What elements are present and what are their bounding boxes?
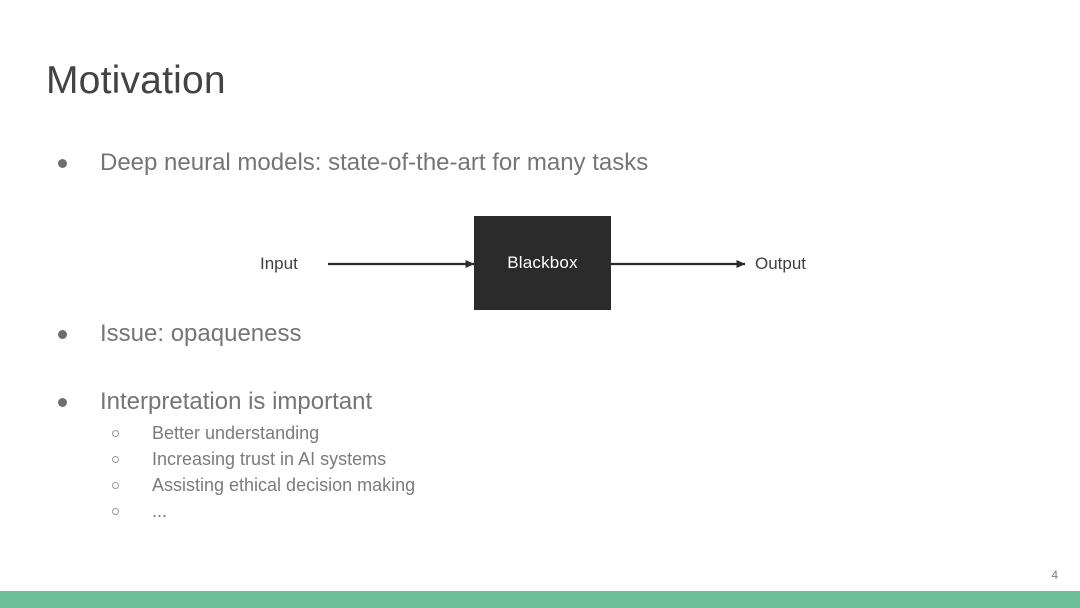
diagram-output-label: Output: [755, 254, 807, 273]
sub-bullet-label: ...: [152, 501, 168, 521]
bullet-item-2: Issue: opaqueness: [58, 319, 301, 349]
sub-bullet-label: Increasing trust in AI systems: [152, 449, 387, 469]
bullet-dot-icon: [58, 330, 67, 339]
sub-bullet-item: Better understanding: [112, 422, 415, 448]
bullet-dot-icon: [58, 398, 67, 407]
bullet-label: Interpretation is important: [100, 388, 373, 415]
blackbox-label: Blackbox: [507, 253, 578, 272]
circle-outline-icon: [112, 508, 119, 515]
sub-bullet-label: Assisting ethical decision making: [152, 475, 416, 495]
blackbox-node: Blackbox: [474, 216, 611, 310]
footer-accent-bar: [0, 591, 1080, 608]
sub-bullet-list: Better understanding Increasing trust in…: [112, 422, 415, 526]
sub-bullet-item: Assisting ethical decision making: [112, 474, 415, 500]
circle-outline-icon: [112, 430, 119, 437]
circle-outline-icon: [112, 456, 119, 463]
blackbox-diagram: Input Blackbox Output: [250, 210, 850, 316]
bullet-label: Issue: opaqueness: [100, 320, 302, 347]
circle-outline-icon: [112, 482, 119, 489]
diagram-arrows: [328, 260, 746, 268]
bullet-item-3: Interpretation is important: [58, 387, 372, 417]
page-number: 4: [1051, 568, 1058, 582]
bullet-label: Deep neural models: state-of-the-art for…: [100, 149, 649, 176]
bullet-dot-icon: [58, 159, 67, 168]
page-title: Motivation: [46, 59, 226, 102]
diagram-input-label: Input: [260, 254, 298, 273]
sub-bullet-item: Increasing trust in AI systems: [112, 448, 415, 474]
sub-bullet-item: ...: [112, 500, 415, 526]
bullet-item-1: Deep neural models: state-of-the-art for…: [58, 148, 648, 178]
sub-bullet-label: Better understanding: [152, 423, 320, 443]
